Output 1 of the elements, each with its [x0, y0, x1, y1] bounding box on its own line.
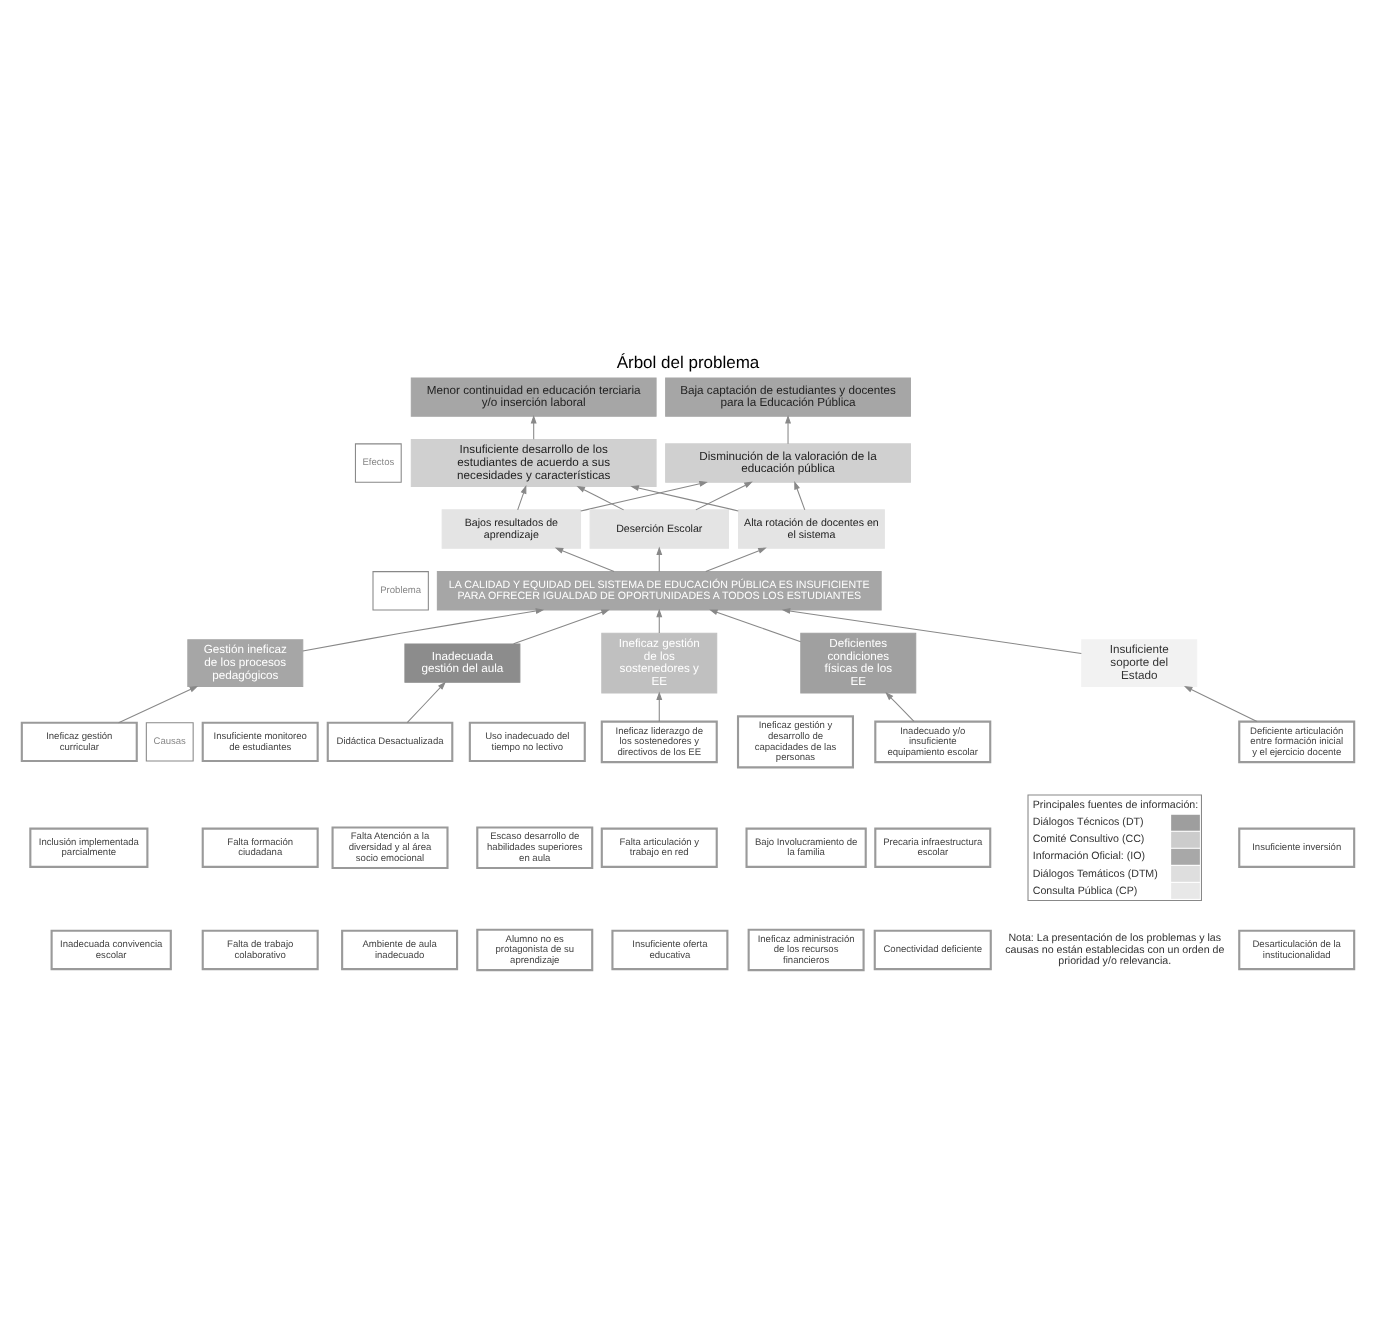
diagram-title: Árbol del problema — [616, 352, 760, 373]
